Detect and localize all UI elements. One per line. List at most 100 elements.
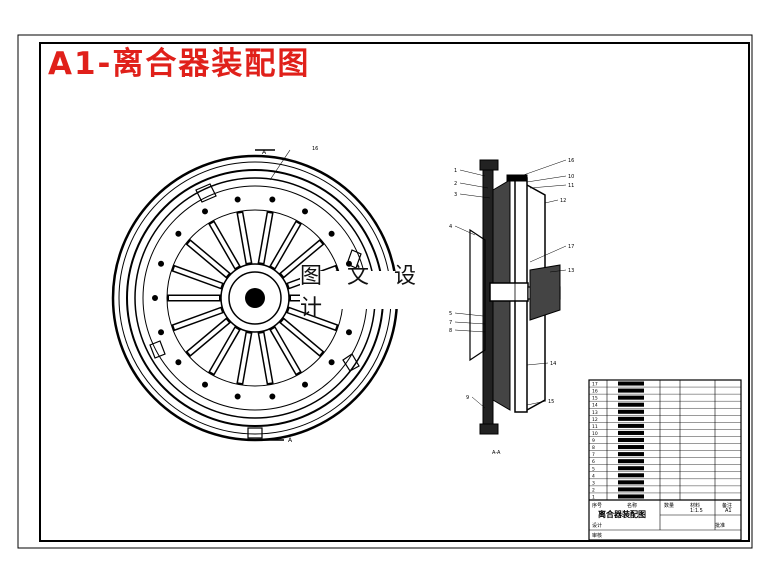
spring-finger-gap bbox=[187, 319, 229, 355]
parts-list-seq: 13 bbox=[592, 410, 598, 416]
parts-list-name-text bbox=[618, 459, 644, 464]
spring-finger-gap bbox=[238, 212, 251, 263]
callout-14: 14 bbox=[550, 361, 556, 367]
rivet-hole bbox=[158, 260, 165, 267]
parts-list-name-text bbox=[618, 466, 644, 471]
parts-list-name-text bbox=[618, 480, 644, 485]
callout-8: 8 bbox=[449, 328, 452, 334]
callout-3: 3 bbox=[454, 192, 457, 198]
leader-line bbox=[526, 362, 549, 366]
rivet-hole bbox=[175, 230, 182, 237]
spring-finger-gap bbox=[173, 308, 222, 330]
leader-line bbox=[526, 400, 547, 406]
rivet-hole bbox=[302, 381, 308, 388]
parts-list-seq: 8 bbox=[592, 445, 595, 451]
spring-finger-gap bbox=[187, 241, 229, 277]
parts-list-seq: 17 bbox=[592, 382, 598, 388]
leader-line bbox=[526, 175, 567, 183]
parts-list-seq: 12 bbox=[592, 417, 598, 423]
outer-frame bbox=[17, 34, 753, 549]
parts-list-seq: 14 bbox=[592, 403, 598, 409]
rivet-hole bbox=[234, 393, 241, 400]
title-block-col-seq: 序号 bbox=[592, 502, 602, 509]
parts-list-name-text bbox=[618, 402, 644, 407]
callout-12: 12 bbox=[560, 198, 566, 204]
callout-16: 16 bbox=[568, 158, 574, 164]
callout-5: 5 bbox=[449, 311, 452, 317]
callout-4: 4 bbox=[449, 224, 452, 230]
callout-17: 17 bbox=[568, 244, 574, 250]
leader-line bbox=[529, 245, 567, 263]
callout-13: 13 bbox=[568, 268, 574, 274]
parts-list-seq: 4 bbox=[592, 473, 595, 479]
spring-finger-gap bbox=[259, 212, 272, 263]
drawing-title: A1-离合器装配图 bbox=[48, 46, 311, 82]
parts-list-seq: 10 bbox=[592, 431, 598, 437]
title-block-scale: 1:1.5 bbox=[690, 508, 703, 514]
title-block bbox=[588, 379, 742, 541]
rivet-hole bbox=[269, 393, 276, 400]
rivet-hole bbox=[269, 196, 276, 203]
spring-finger-gap bbox=[288, 308, 337, 330]
spring-finger-gap bbox=[210, 222, 239, 268]
leader-line bbox=[544, 199, 559, 204]
inner-frame bbox=[39, 42, 750, 542]
spring-finger-gap bbox=[281, 241, 323, 277]
spring-finger-gap bbox=[238, 333, 251, 384]
title-block-approve: 批准 bbox=[715, 522, 725, 529]
parts-list-seq: 7 bbox=[592, 452, 595, 458]
watermark: 图 文 设 计 bbox=[300, 264, 460, 321]
parts-list-name-text bbox=[618, 423, 644, 428]
parts-list-name-text bbox=[618, 445, 644, 450]
rivet-hole bbox=[152, 295, 158, 301]
callout-7: 7 bbox=[449, 320, 452, 326]
parts-list-seq: 1 bbox=[592, 495, 595, 501]
parts-list-seq: 2 bbox=[592, 487, 595, 493]
title-block-col-qty: 数量 bbox=[664, 502, 674, 509]
rivet-hole bbox=[345, 329, 352, 336]
leader-line bbox=[459, 182, 489, 189]
title-block-drawing-name: 离合器装配图 bbox=[598, 509, 646, 519]
rivet-hole bbox=[345, 260, 352, 267]
leader-line bbox=[454, 312, 484, 317]
rivet-hole bbox=[202, 381, 208, 388]
spring-finger-gap bbox=[173, 266, 222, 288]
parts-list-seq: 5 bbox=[592, 466, 595, 472]
parts-list-name-text bbox=[618, 473, 644, 478]
callout-16: 16 bbox=[312, 146, 318, 152]
rivet-hole bbox=[175, 359, 182, 366]
section-marker-bottom: A bbox=[264, 437, 293, 444]
section-marker-top: A bbox=[255, 149, 275, 156]
rivet-hole bbox=[202, 208, 208, 215]
leader-line bbox=[454, 329, 486, 333]
callout-1: 1 bbox=[454, 168, 457, 174]
callout-2: 2 bbox=[454, 181, 457, 187]
section-mark-top-label: A bbox=[262, 149, 267, 156]
parts-list-name-text bbox=[618, 381, 644, 386]
parts-list-name-text bbox=[618, 416, 644, 421]
parts-list-seq: 6 bbox=[592, 459, 595, 465]
section-view-label: A-A bbox=[492, 450, 501, 456]
title-block-col-name: 名称 bbox=[627, 502, 637, 509]
leader-line bbox=[529, 184, 567, 189]
leader-line bbox=[514, 159, 567, 179]
parts-list-name-text bbox=[618, 395, 644, 400]
parts-list-name-text bbox=[618, 430, 644, 435]
callout-10: 10 bbox=[568, 174, 574, 180]
leader-line bbox=[454, 321, 486, 325]
callout-9: 9 bbox=[466, 395, 469, 401]
leader-line bbox=[454, 225, 476, 236]
spring-finger-gap bbox=[210, 328, 239, 374]
rivet-hole bbox=[328, 230, 335, 237]
leader-line bbox=[459, 169, 486, 177]
rivet-hole bbox=[302, 208, 308, 215]
title-block-check: 审核 bbox=[592, 532, 602, 539]
spring-finger-gap bbox=[271, 328, 300, 374]
spring-finger-gap bbox=[271, 222, 300, 268]
rivet-hole bbox=[158, 329, 165, 336]
title-block-col-material: 材料 bbox=[690, 502, 700, 509]
spring-finger-gap bbox=[259, 333, 272, 384]
